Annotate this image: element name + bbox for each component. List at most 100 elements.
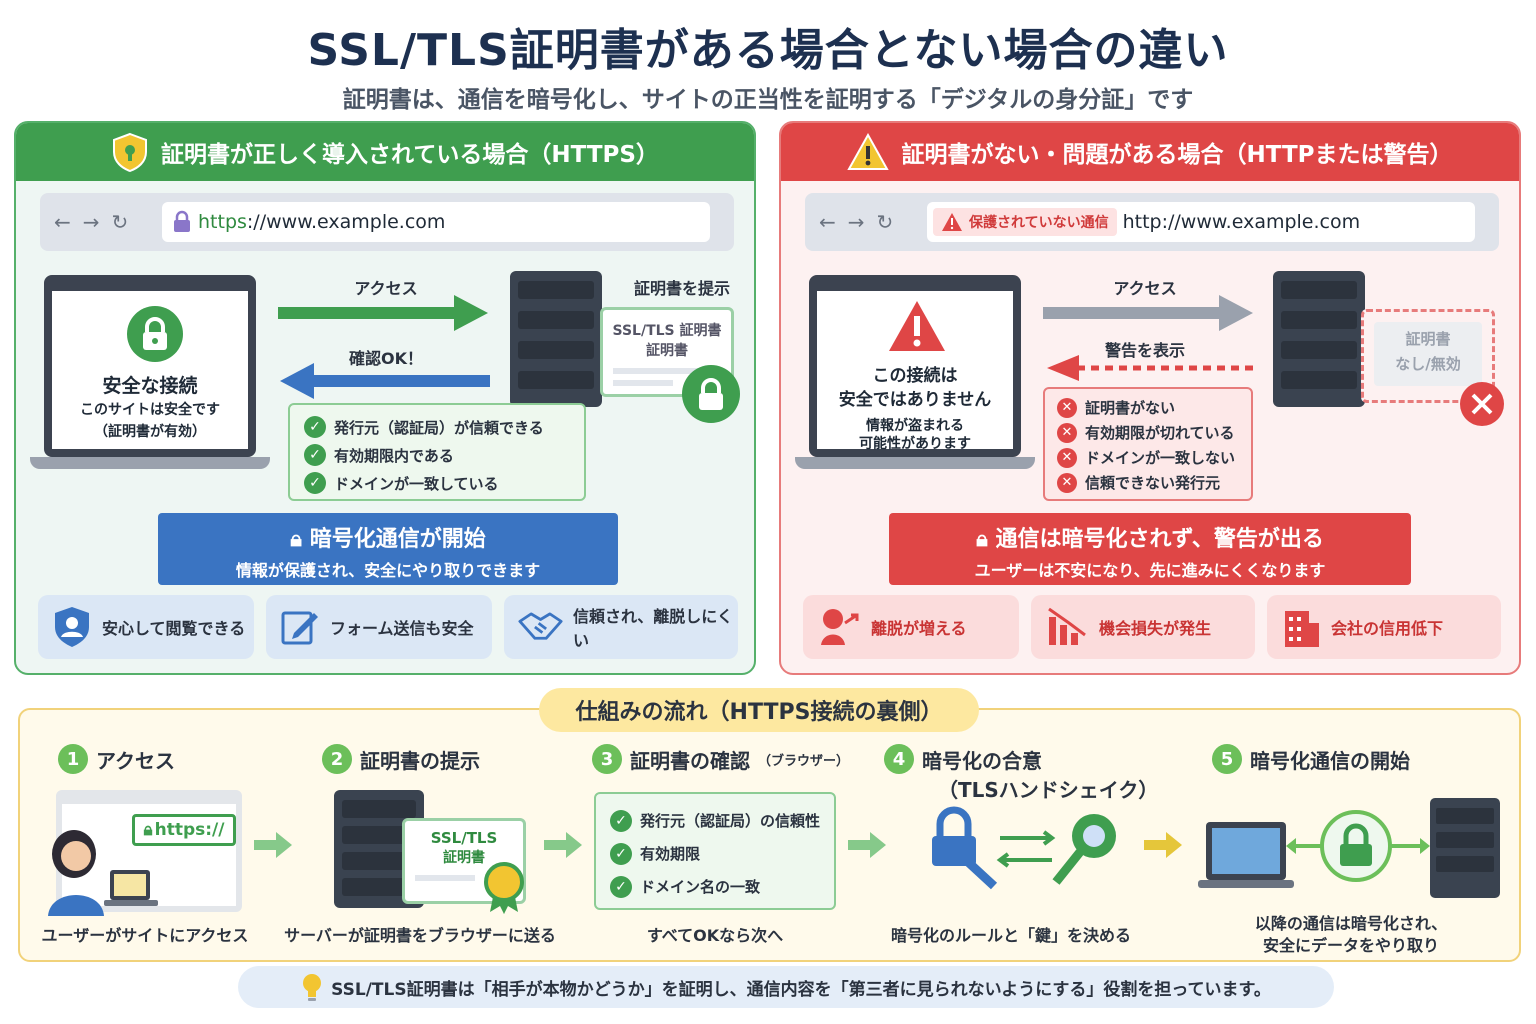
check-item: ✓発行元（認証局）の信頼性 [610, 804, 820, 837]
flow-arrow [254, 832, 292, 858]
step-5-caption-2: 安全にデータをやり取り [1262, 936, 1439, 955]
invalid-cert-line1: 証明書 [1405, 330, 1451, 348]
insecure-line2: 可能性があります [859, 436, 971, 452]
access-label: アクセス [1113, 279, 1177, 298]
step-1-url: 🔒︎https:// [132, 814, 236, 846]
footer-note: SSL/TLS証明書は「相手が本物かどうか」を証明し、通信内容を「第三者に見られ… [238, 966, 1334, 1008]
insecure-line1: 情報が盗まれる [866, 418, 964, 434]
laptop-base [30, 457, 270, 469]
check-icon: ✓ [304, 444, 326, 466]
lightbulb-icon [303, 974, 322, 1001]
cert-line1: SSL/TLS 証明書 [612, 323, 722, 339]
problem-item: ✕信頼できない発行元 [1057, 470, 1239, 495]
cert-line2: 証明書 [646, 343, 688, 359]
shield-lock-icon [113, 132, 148, 172]
not-encrypted-banner: 🔒︎ 通信は暗号化されず、警告が出る ユーザーは不安になり、先に進みにくくなりま… [889, 513, 1411, 585]
problem-item: ✕ドメインが一致しない [1057, 445, 1239, 470]
insecure-title2: 安全ではありません [838, 390, 992, 410]
back-icon[interactable]: ← [819, 210, 836, 234]
server-icon [1273, 271, 1365, 407]
benefit-form: フォーム送信も安全 [266, 595, 492, 659]
check-icon: ✓ [304, 472, 326, 494]
check-item: ✓ドメインが一致している [304, 469, 570, 497]
page-title: SSL/TLS証明書がある場合とない場合の違い [307, 25, 1229, 76]
step-5-caption-1: 以降の通信は暗号化され、 [1254, 914, 1448, 933]
warning-triangle-icon [847, 133, 890, 170]
check-icon: ✓ [610, 875, 632, 898]
encryption-start-banner: 🔒︎ 暗号化通信が開始 情報が保護され、安全にやり取りできます [158, 513, 618, 585]
problem-item: ✕証明書がない [1057, 395, 1239, 420]
access-arrow [278, 295, 488, 331]
error-icon: ✕ [1057, 397, 1077, 418]
error-icon: ✕ [1057, 472, 1077, 493]
cert-seal-icon [484, 862, 524, 914]
forward-icon[interactable]: → [82, 210, 100, 234]
risk-reputation: 会社の信用低下 [1267, 595, 1501, 659]
flow-arrow [544, 832, 582, 858]
step-4-caption: 暗号化のルールと「鍵」を決める [890, 926, 1131, 945]
check-icon: ✓ [304, 416, 326, 438]
step-3-caption: すべてOKなら次へ [646, 926, 784, 945]
http-url-field[interactable]: 保護されていない通信 http://www.example.com [927, 202, 1475, 242]
lock-icon: 🔒︎ [976, 527, 988, 552]
banner-sub: 情報が保護され、安全にやり取りできます [235, 561, 541, 580]
http-url: http://www.example.com [1122, 211, 1361, 233]
check-icon: ✓ [610, 809, 632, 832]
lock-circle-icon [127, 306, 183, 362]
http-panel-header: 証明書がない・問題がある場合（HTTPまたは警告） [781, 123, 1519, 181]
warning-triangle-icon [889, 301, 945, 351]
invalid-cert-card: 証明書 なし/無効 [1361, 309, 1495, 403]
cert-present-label: 証明書を提示 [633, 279, 730, 298]
check-item: ✓有効期限 [610, 837, 820, 870]
page-subtitle: 証明書は、通信を暗号化し、サイトの正当性を証明する「デジタルの身分証」です [342, 87, 1194, 113]
cert-check-list: ✓発行元（認証局）が信頼できる ✓有効期限内である ✓ドメインが一致している [288, 403, 586, 501]
flow-title: 仕組みの流れ（HTTPS接続の裏側） [539, 688, 979, 732]
https-browser-bar: ← → ↻ https://www.example.com [40, 193, 734, 251]
building-icon [1285, 611, 1319, 647]
back-icon[interactable]: ← [54, 210, 71, 234]
https-panel: 証明書が正しく導入されている場合（HTTPS） ← → ↻ https://ww… [14, 121, 756, 675]
cert-problem-list: ✕証明書がない ✕有効期限が切れている ✕ドメインが一致しない ✕信頼できない発… [1043, 387, 1253, 501]
risk-bounce: 離脱が増える [803, 595, 1019, 659]
edit-form-icon [281, 611, 318, 645]
lock-icon: 🔒︎ [290, 527, 303, 552]
step-2-cert: SSL/TLS 証明書 [402, 818, 526, 904]
lock-icon: 🔒︎ [143, 820, 153, 840]
warn-display-label: 警告を表示 [1104, 341, 1185, 360]
verified-badge-icon [682, 365, 740, 423]
benefit-browse: 安心して閲覧できる [38, 595, 254, 659]
check-item: ✓発行元（認証局）が信頼できる [304, 413, 570, 441]
step-2-cert-line2: 証明書 [443, 850, 485, 866]
https-panel-header: 証明書が正しく導入されている場合（HTTPS） [16, 123, 754, 181]
banner-sub: ユーザーは不安になり、先に進みにくくなります [974, 561, 1326, 580]
nav-icons: ← → ↻ [54, 210, 162, 234]
step-1-caption: ユーザーがサイトにアクセス [41, 926, 249, 945]
confirm-ok-label: 確認OK！ [348, 349, 423, 368]
reload-icon[interactable]: ↻ [111, 210, 129, 234]
flow-arrow [1144, 832, 1182, 858]
secure-connection-icon [1198, 798, 1500, 898]
secure-line1: このサイトは安全です [80, 402, 220, 418]
warning-arrow [1047, 355, 1253, 381]
error-x-icon [1460, 382, 1504, 426]
http-laptop-screen: この接続は 安全ではありません 情報が盗まれる 可能性があります [809, 275, 1021, 457]
reload-icon[interactable]: ↻ [876, 210, 894, 234]
url-rest: ://www.example.com [246, 211, 446, 233]
confirm-arrow [280, 363, 490, 399]
banner-title: 🔒︎ 暗号化通信が開始 [290, 527, 486, 552]
forward-icon[interactable]: → [847, 210, 865, 234]
http-panel: 証明書がない・問題がある場合（HTTPまたは警告） ← → ↻ 保護されていない… [779, 121, 1521, 675]
flow-arrow [848, 832, 886, 858]
laptop-base [795, 457, 1035, 469]
check-item: ✓ドメイン名の一致 [610, 870, 820, 903]
handshake-icon [518, 612, 563, 640]
server-icon [510, 271, 602, 407]
benefit-trust: 信頼され、離脱しにくい [504, 595, 738, 659]
problem-item: ✕有効期限が切れている [1057, 420, 1239, 445]
warning-icon [942, 213, 962, 231]
https-url-field[interactable]: https://www.example.com [162, 202, 710, 242]
